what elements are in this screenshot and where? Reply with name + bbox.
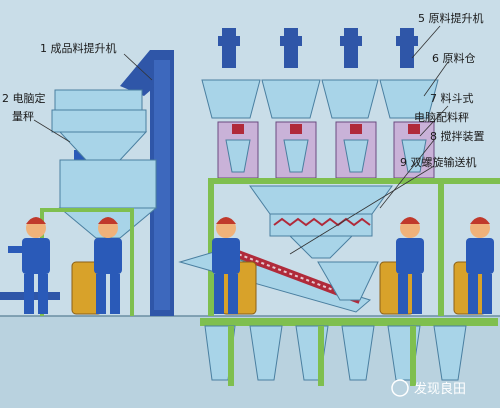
mixer	[249, 185, 393, 259]
packing-scale	[51, 89, 158, 265]
label-batching-scale: 电脑配料秤	[414, 110, 469, 124]
label-quantitative-scale-2: 量秤	[12, 110, 34, 123]
worker-2	[94, 217, 122, 314]
label-hopper-type: 7 料斗式	[430, 91, 474, 105]
worker-3	[212, 217, 240, 314]
label-quantitative-scale: 2 电脑定	[2, 91, 46, 105]
watermark: 发现良田	[391, 379, 466, 397]
label-raw-material-elevator: 5 原料提升机	[418, 11, 484, 25]
raw-material-bins	[201, 79, 439, 119]
label-product-elevator: 1 成品料提升机	[40, 41, 117, 55]
label-raw-material-bin: 6 原料仓	[432, 51, 476, 65]
label-mixer: 8 搅拌装置	[430, 129, 485, 143]
lower-hoppers	[200, 318, 498, 386]
workers	[8, 217, 494, 314]
batching-scales	[217, 121, 435, 179]
worker-5	[466, 217, 494, 314]
watermark-text: 发现良田	[414, 381, 466, 397]
worker-1	[8, 217, 50, 314]
label-screw-conveyor: 9 双螺旋输送机	[400, 155, 477, 169]
worker-4	[396, 217, 424, 314]
leader-lines	[33, 25, 449, 255]
raw-material-elevators	[218, 28, 418, 68]
wechat-icon	[391, 379, 409, 397]
